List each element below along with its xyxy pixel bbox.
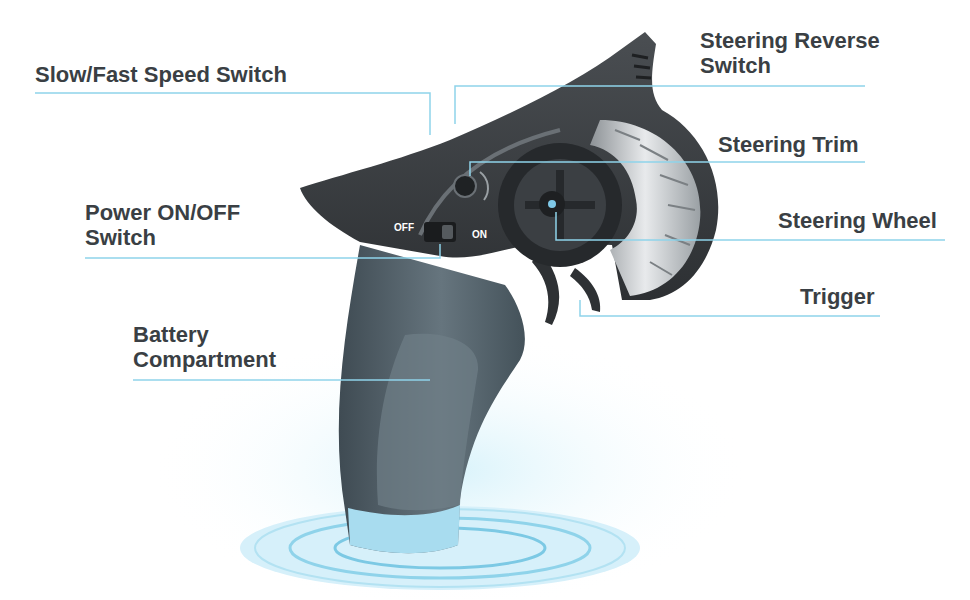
- trim-scale: [480, 172, 488, 200]
- trigger-guard: [570, 268, 600, 312]
- switch-slider: [442, 225, 453, 239]
- part-label: Steering Trim: [718, 132, 938, 157]
- antenna-ridges: [632, 55, 651, 78]
- power-switch: [424, 222, 456, 242]
- grip-base: [348, 505, 460, 553]
- wheel-spokes: [525, 170, 595, 240]
- leader-line: [470, 162, 865, 176]
- trim-knob: [454, 175, 476, 197]
- drum-ridges: [615, 130, 695, 275]
- leader-line: [133, 379, 430, 381]
- wheel-hub: [539, 191, 565, 217]
- part-label: Power ON/OFF Switch: [85, 200, 255, 251]
- hub-dot: [548, 200, 556, 208]
- top-shell: [300, 32, 718, 300]
- steering-wheel-inner: [514, 159, 606, 251]
- switch-marking: OFF: [394, 222, 434, 234]
- leader-line: [455, 86, 865, 124]
- switch-marking: ON: [472, 229, 512, 241]
- leader-line: [35, 93, 430, 135]
- part-label: Battery Compartment: [133, 322, 308, 373]
- part-label: Steering Wheel: [778, 208, 963, 233]
- part-label: Slow/Fast Speed Switch: [35, 62, 415, 87]
- part-label: Steering Reverse Switch: [700, 28, 890, 79]
- ripple: [240, 506, 640, 590]
- battery-cover: [377, 334, 478, 510]
- part-label: Trigger: [800, 284, 950, 309]
- handle-grip: [339, 245, 525, 553]
